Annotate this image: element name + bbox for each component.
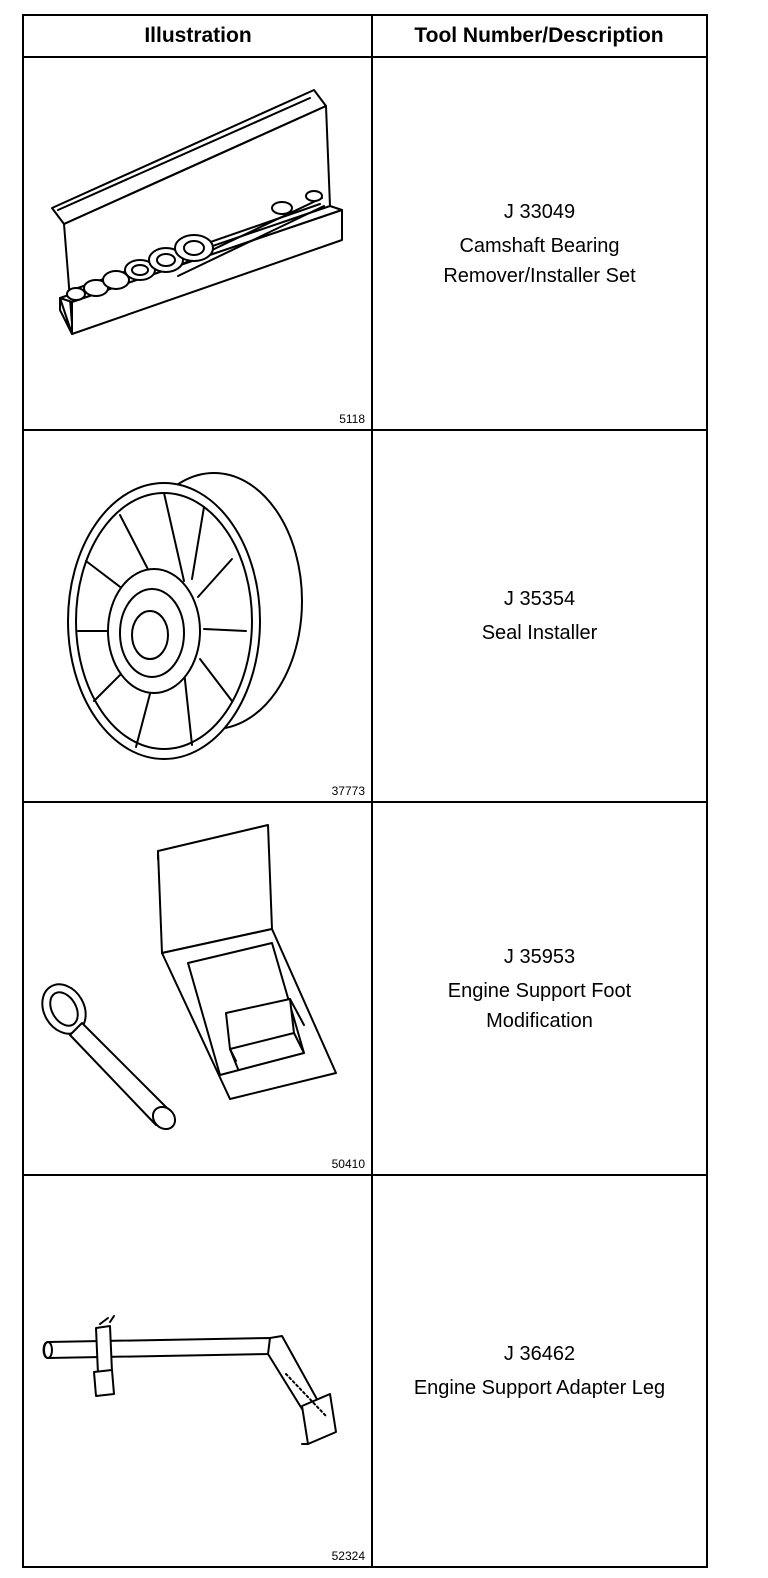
header-tool-description: Tool Number/Description <box>414 24 664 47</box>
table-row: 37773 J 35354 Seal Installer <box>24 431 706 803</box>
table-row: 5118 J 33049 Camshaft Bearing Remover/In… <box>24 58 706 431</box>
figure-number: 5118 <box>339 412 365 426</box>
tool-number: J 33049 <box>503 200 576 223</box>
description-cell: J 36462 Engine Support Adapter Leg <box>373 1176 706 1566</box>
tool-description-line: Camshaft Bearing <box>459 234 620 257</box>
tool-description-line: Modification <box>486 1009 593 1032</box>
illustration-cell: 52324 <box>24 1176 371 1566</box>
tool-table: Illustration Tool Number/Description <box>22 14 708 1568</box>
table-row: 52324 J 36462 Engine Support Adapter Leg <box>24 1176 706 1566</box>
table-header: Illustration Tool Number/Description <box>24 16 706 58</box>
description-cell: J 35953 Engine Support Foot Modification <box>373 803 706 1174</box>
tool-number: J 35953 <box>503 945 576 968</box>
tool-number: J 36462 <box>503 1343 576 1365</box>
illustration-cell: 50410 <box>24 803 371 1174</box>
column-divider <box>371 16 373 1566</box>
support-foot-icon <box>41 824 337 1131</box>
adapter-leg-icon <box>42 1315 337 1445</box>
figure-number: 37773 <box>331 784 365 798</box>
figure-number: 52324 <box>331 1549 365 1563</box>
seal-installer-icon <box>67 472 303 760</box>
description-cell: J 33049 Camshaft Bearing Remover/Install… <box>373 58 706 429</box>
description-cell: J 35354 Seal Installer <box>373 431 706 801</box>
figure-number: 50410 <box>331 1157 365 1171</box>
header-illustration: Illustration <box>144 24 252 47</box>
tool-description-line: Engine Support Adapter Leg <box>413 1377 666 1399</box>
illustration-cell: 37773 <box>24 431 371 801</box>
tool-number: J 35354 <box>503 588 576 610</box>
table-row: 50410 J 35953 Engine Support Foot Modifi… <box>24 803 706 1176</box>
illustration-cell: 5118 <box>24 58 371 429</box>
tool-description-line: Remover/Installer Set <box>443 264 636 287</box>
tool-description-line: Seal Installer <box>481 622 598 644</box>
tool-description-line: Engine Support Foot <box>447 979 632 1002</box>
camshaft-bearing-set-icon <box>51 89 343 335</box>
